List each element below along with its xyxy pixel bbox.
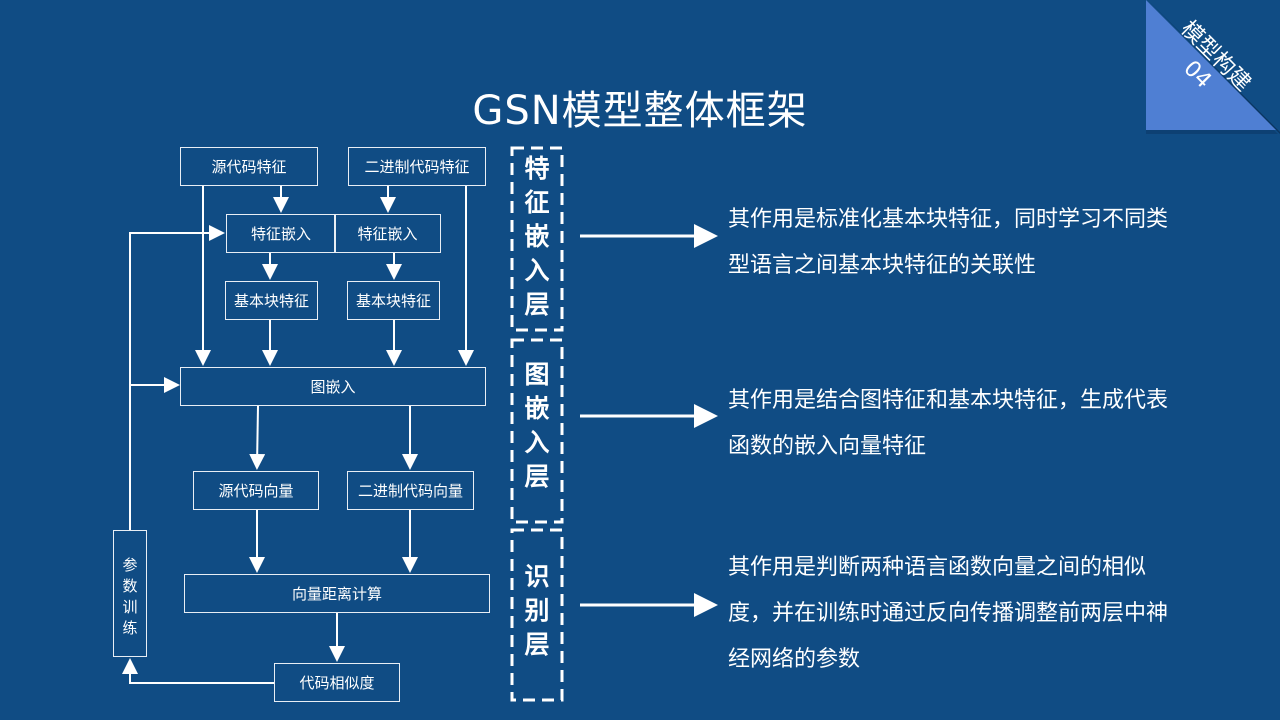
graph-embed-box: 图嵌入 <box>180 367 486 406</box>
binary-vector-box: 二进制代码向量 <box>347 471 474 510</box>
binary-feature-box: 二进制代码特征 <box>348 147 486 186</box>
source-feature-box: 源代码特征 <box>180 147 318 186</box>
layer-label-recognition: 识别层 <box>524 562 550 659</box>
distance-box: 向量距离计算 <box>184 574 490 613</box>
corner-triangle <box>1146 0 1276 130</box>
corner-decoration <box>1148 0 1280 134</box>
embed-right-box: 特征嵌入 <box>334 214 441 253</box>
desc-graph-embed: 其作用是结合图特征和基本块特征，生成代表函数的嵌入向量特征 <box>728 388 1169 459</box>
param-training-box: 参数训练 <box>113 530 147 657</box>
similarity-box: 代码相似度 <box>274 663 400 702</box>
block-right-box: 基本块特征 <box>347 281 440 320</box>
page-title: GSN模型整体框架 <box>472 88 808 134</box>
param-training-label: 参数训练 <box>122 556 138 637</box>
desc-feature-embed: 其作用是标准化基本块特征，同时学习不同类型语言之间基本块特征的关联性 <box>728 207 1169 278</box>
layer-label-graph-embed: 图嵌入层 <box>524 360 550 491</box>
block-left-box: 基本块特征 <box>225 281 318 320</box>
source-vector-box: 源代码向量 <box>193 471 319 510</box>
desc-recognition: 其作用是判断两种语言函数向量之间的相似度，并在训练时通过反向传播调整前两层中神经… <box>728 555 1169 672</box>
embed-left-box: 特征嵌入 <box>226 214 336 253</box>
layer-label-feature-embed: 特征嵌入层 <box>524 154 550 319</box>
